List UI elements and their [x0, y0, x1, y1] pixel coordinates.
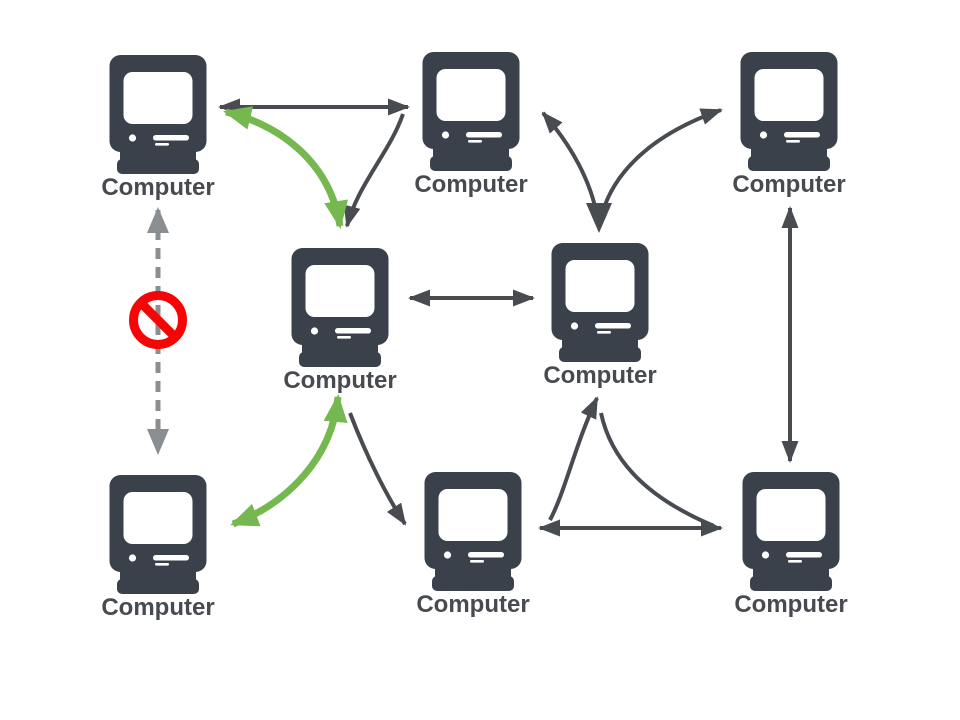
green-arrows-layer	[223, 106, 348, 528]
classic-mac-icon	[742, 472, 840, 591]
computer-label: Computer	[414, 171, 527, 198]
arrow-middleright-topmiddle	[541, 111, 599, 217]
classic-mac-icon	[424, 472, 522, 591]
no-entry-icon	[129, 291, 187, 349]
computer-top-middle: Computer	[414, 52, 528, 198]
computer-label: Computer	[732, 171, 845, 198]
arrows-layer	[147, 98, 799, 537]
arrow-topmiddle-middleleft	[343, 113, 405, 228]
classic-mac-icon	[291, 248, 389, 367]
computer-top-left: Computer	[101, 55, 215, 201]
computer-bottom-middle: Computer	[416, 472, 530, 618]
computer-label: Computer	[101, 594, 214, 621]
arrowhead-into-middleright-top	[586, 203, 612, 233]
classic-mac-icon	[551, 243, 649, 362]
computer-label: Computer	[416, 591, 529, 618]
arrow-middleright-bottomright	[599, 412, 715, 528]
computer-bottom-right: Computer	[734, 472, 848, 618]
computer-middle-left: Computer	[283, 248, 397, 394]
classic-mac-icon	[422, 52, 520, 171]
arrow-middleright-topright	[600, 108, 723, 215]
computer-label: Computer	[543, 362, 656, 389]
arrow-green-middleleft-bottomleft	[230, 394, 348, 528]
nodes-layer: Computer Computer Computer Computer Comp…	[101, 52, 848, 621]
computer-label: Computer	[734, 591, 847, 618]
classic-mac-icon	[109, 55, 207, 174]
classic-mac-icon	[740, 52, 838, 171]
computer-label: Computer	[283, 367, 396, 394]
arrow-bottommiddle-middleright	[548, 396, 599, 521]
computer-top-right: Computer	[732, 52, 846, 198]
arrow-green-middleleft-topleft	[223, 106, 348, 229]
computer-bottom-left: Computer	[101, 475, 215, 621]
arrow-middleleft-bottommiddle	[348, 412, 407, 526]
classic-mac-icon	[109, 475, 207, 594]
computer-label: Computer	[101, 174, 214, 201]
computer-middle-right: Computer	[543, 243, 657, 389]
